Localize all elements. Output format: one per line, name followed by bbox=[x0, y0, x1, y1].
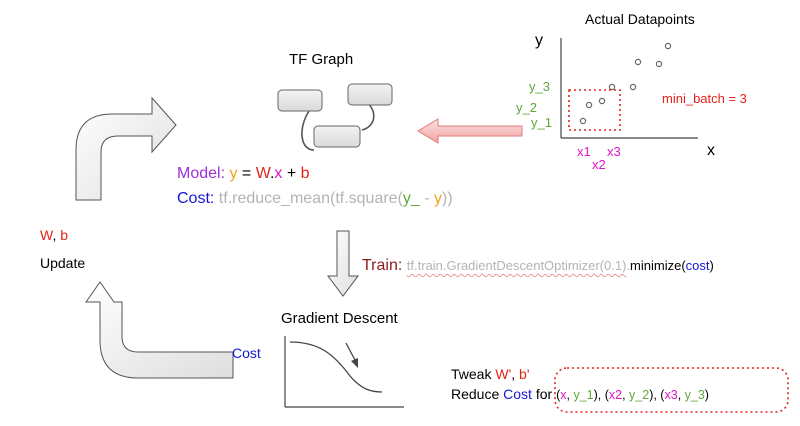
pair-1-y: y_1 bbox=[573, 388, 594, 402]
cost-label: Cost: bbox=[177, 190, 215, 207]
model-w: W bbox=[255, 165, 270, 182]
datapoints-title: Actual Datapoints bbox=[585, 11, 695, 27]
y3-label: y_3 bbox=[529, 79, 550, 94]
model-b: b bbox=[300, 165, 310, 182]
cost-y-true: y_ bbox=[402, 190, 420, 207]
model-y: y bbox=[229, 165, 238, 182]
descent-direction-arrow bbox=[345, 342, 357, 363]
train-down-arrow bbox=[327, 230, 359, 297]
x2-label: x2 bbox=[592, 157, 606, 172]
mini-batch-label: mini_batch = 3 bbox=[662, 91, 747, 106]
model-label: Model: bbox=[177, 165, 226, 182]
tweak-b: b' bbox=[519, 366, 530, 382]
datapoints-axes bbox=[560, 38, 698, 139]
tf-graph-title: TF Graph bbox=[289, 51, 354, 68]
red-left-arrow bbox=[417, 118, 523, 144]
cost-curve bbox=[289, 341, 383, 393]
train-dot: . bbox=[626, 258, 631, 273]
datapoint bbox=[664, 42, 672, 50]
y2-label: y_2 bbox=[516, 100, 537, 115]
tweak-line: Tweak W', b' bbox=[451, 367, 530, 381]
pair-3-y: y_3 bbox=[684, 388, 705, 402]
datapoints-markers bbox=[579, 42, 672, 125]
reduce-pairs: (x, y_1), (x2, y_2), (x3, y_3) bbox=[556, 388, 709, 402]
pair-3-x: x3 bbox=[664, 388, 678, 402]
loop-left-up-arrow bbox=[85, 281, 234, 379]
train-label: Train: bbox=[362, 257, 403, 274]
y1-label: y_1 bbox=[531, 115, 552, 130]
model-x: x bbox=[274, 165, 283, 182]
datapoints-y-axis-label: y bbox=[535, 32, 543, 49]
datapoint bbox=[585, 101, 593, 109]
pair-2-x: x2 bbox=[608, 388, 623, 402]
reduce-for: for bbox=[531, 386, 557, 402]
tweak-pairs-box bbox=[554, 367, 789, 413]
cost-close: )) bbox=[442, 190, 453, 207]
datapoint bbox=[634, 58, 642, 66]
datapoint bbox=[608, 83, 616, 91]
datapoints-x-axis-label: x bbox=[707, 142, 715, 159]
train-line: Train: tf.train.GradientDescentOptimizer… bbox=[362, 258, 714, 274]
tf-graph-node-top-right bbox=[347, 83, 393, 106]
x3-label: x3 bbox=[607, 144, 621, 159]
pair-1-x: x bbox=[560, 388, 567, 402]
pair-2-y: y_2 bbox=[629, 388, 650, 402]
cost-reduce-mean: tf.reduce_mean( bbox=[218, 190, 336, 207]
cost-y-pred: y bbox=[434, 190, 443, 207]
model-line: Model: y = W.x + b bbox=[177, 166, 310, 182]
weights-w: W bbox=[40, 227, 53, 243]
datapoint bbox=[655, 60, 663, 68]
gradient-cost-axis-label: Cost bbox=[232, 345, 261, 361]
gradient-descent-title: Gradient Descent bbox=[281, 310, 398, 327]
datapoint bbox=[598, 97, 606, 105]
model-plus: + bbox=[282, 165, 301, 182]
train-cost: cost bbox=[685, 258, 710, 273]
cost-minus: - bbox=[419, 190, 435, 207]
datapoint bbox=[629, 83, 637, 91]
train-optimizer: tf.train.GradientDescentOptimizer(0.1) bbox=[406, 258, 627, 273]
update-label: Update bbox=[40, 255, 86, 271]
gradient-plot-axes bbox=[284, 336, 404, 408]
weights-comma: , bbox=[52, 227, 61, 243]
weights-b: b bbox=[60, 227, 69, 243]
weights-bias-label: W, b bbox=[40, 228, 68, 242]
descent-direction-arrowhead bbox=[351, 358, 358, 368]
tf-graph-node-bottom bbox=[313, 125, 361, 148]
tweak-comma: , bbox=[511, 366, 520, 382]
mini-batch-box bbox=[568, 89, 621, 131]
tf-graph-node-left bbox=[277, 89, 323, 112]
train-minimize: minimize( bbox=[630, 258, 686, 273]
tweak-w: W' bbox=[495, 366, 512, 382]
loop-up-right-arrow bbox=[75, 96, 177, 201]
x1-label: x1 bbox=[577, 144, 591, 159]
reduce-line: Reduce Cost for (x, y_1), (x2, y_2), (x3… bbox=[451, 387, 709, 402]
reduce-prefix: Reduce bbox=[451, 386, 504, 402]
cost-line: Cost: tf.reduce_mean(tf.square(y_ - y)) bbox=[177, 191, 453, 207]
model-dot: . bbox=[269, 165, 275, 182]
datapoint bbox=[579, 117, 587, 125]
cost-square: tf.square( bbox=[335, 190, 403, 207]
model-eq: = bbox=[237, 165, 256, 182]
tweak-prefix: Tweak bbox=[451, 366, 496, 382]
reduce-cost: Cost bbox=[503, 386, 532, 402]
train-close: ) bbox=[709, 258, 714, 273]
